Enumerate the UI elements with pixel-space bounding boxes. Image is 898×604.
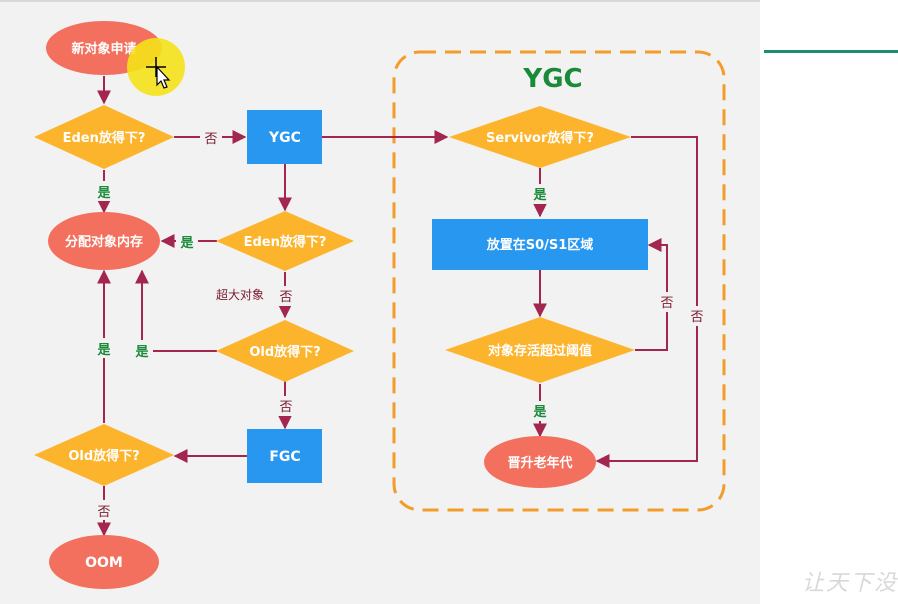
side-panel-divider [764, 50, 898, 53]
label-yes-eden2: 是 [179, 236, 194, 251]
decision-eden-2: Eden放得下? [216, 211, 354, 271]
node-allocate-label: 分配对象内存 [65, 234, 143, 250]
decision-survivor: Servivor放得下? [449, 106, 631, 168]
ygc-region-title: YGC [522, 64, 582, 94]
mouse-cursor-icon [146, 57, 171, 89]
decision-old-2-label: Old放得下? [68, 448, 139, 464]
decision-eden-1-label: Eden放得下? [63, 130, 146, 146]
connectors [97, 76, 698, 537]
node-promote-old-label: 晋升老年代 [507, 455, 572, 471]
node-promote-old: 晋升老年代 [484, 436, 596, 488]
decision-eden-2-label: Eden放得下? [244, 234, 327, 250]
side-panel [760, 0, 898, 602]
label-large-object: 超大对象 [216, 287, 264, 302]
process-ygc-label: YGC [268, 130, 301, 146]
label-yes-survivor: 是 [532, 188, 547, 203]
edge-labels: 否 是 是 超大对象 否 是 否 是 否 是 否 否 是 [93, 127, 708, 520]
edge-survivor-no-to-promote [595, 136, 698, 468]
label-yes-agecheck: 是 [532, 405, 547, 420]
decision-old-1-label: Old放得下? [249, 344, 320, 360]
decision-eden-1: Eden放得下? [34, 105, 174, 169]
decision-age-threshold-label: 对象存活超过阈值 [488, 343, 592, 359]
ygc-region-box [392, 50, 726, 512]
node-allocate: 分配对象内存 [48, 212, 160, 270]
node-oom: OOM [49, 535, 159, 589]
label-no-eden2: 否 [279, 290, 292, 305]
process-ygc: YGC [247, 110, 322, 164]
label-no-agecheck: 否 [660, 296, 673, 311]
watermark-text: 让天下没 [802, 571, 898, 596]
label-yes-old2: 是 [96, 343, 111, 358]
label-yes-eden1: 是 [96, 186, 111, 201]
process-fgc-label: FGC [269, 449, 300, 465]
label-no-eden1: 否 [204, 132, 217, 147]
process-place-s0s1: 放置在S0/S1区域 [432, 219, 648, 270]
node-new-object-label: 新对象申请 [71, 41, 136, 57]
slide-canvas [0, 0, 760, 604]
label-yes-old1: 是 [134, 345, 149, 360]
process-fgc: FGC [247, 429, 322, 483]
label-no-survivor: 否 [690, 310, 703, 325]
process-place-s0s1-label: 放置在S0/S1区域 [486, 237, 594, 253]
decision-survivor-label: Servivor放得下? [486, 130, 594, 146]
label-no-old2: 否 [97, 505, 110, 520]
edge-old1-yes-to-allocate [135, 269, 217, 352]
label-no-old1: 否 [279, 400, 292, 415]
decision-old-2: Old放得下? [34, 424, 174, 486]
node-oom-label: OOM [85, 555, 123, 571]
decision-old-1: Old放得下? [216, 320, 354, 382]
decision-age-threshold: 对象存活超过阈值 [445, 317, 635, 383]
